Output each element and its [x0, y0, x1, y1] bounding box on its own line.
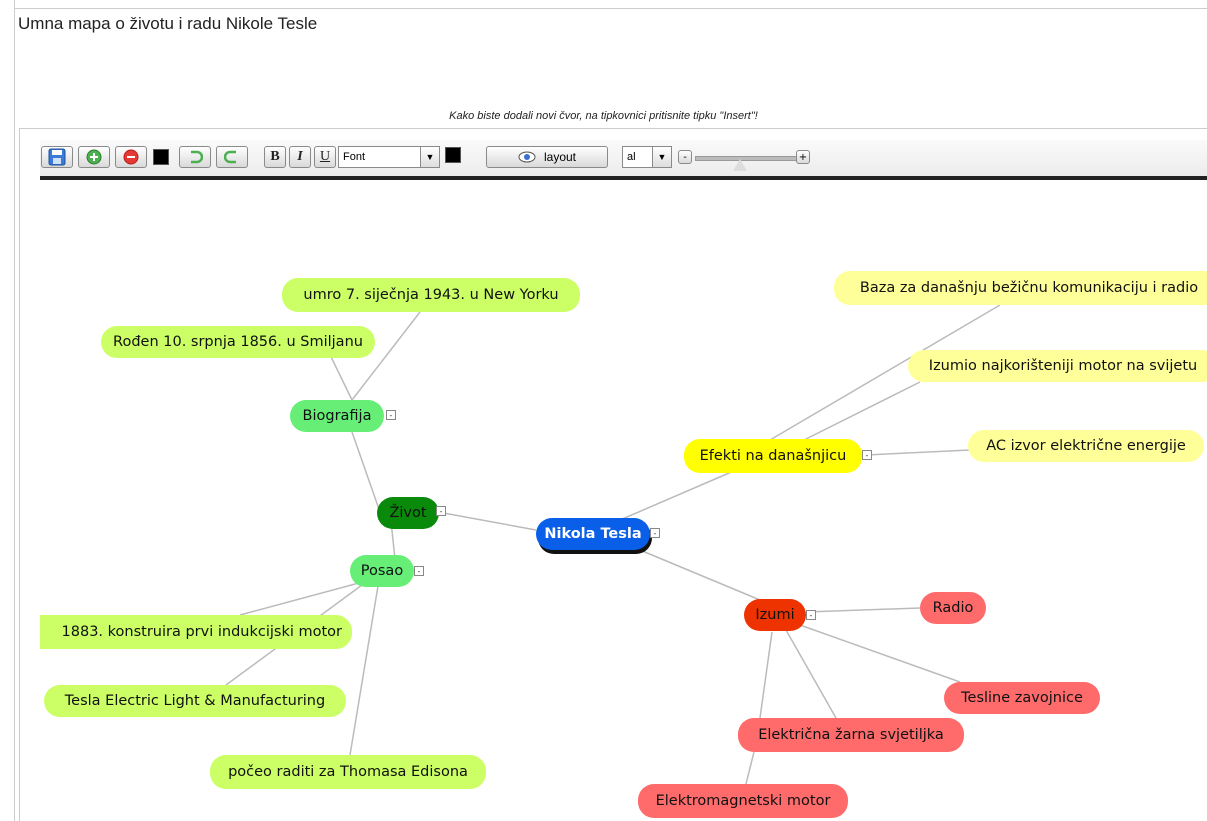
remove-node-button[interactable]: [115, 146, 147, 168]
plus-circle-icon: [86, 149, 102, 165]
connector-line: [805, 607, 921, 613]
node-motor1883[interactable]: 1883. konstruira prvi indukcijski motor: [40, 615, 352, 649]
zoom-out-button[interactable]: -: [678, 150, 692, 164]
undo-button[interactable]: [179, 146, 211, 168]
node-zavojnice[interactable]: Tesline zavojnice: [944, 682, 1100, 714]
node-color-picker[interactable]: [153, 149, 169, 165]
node-posao[interactable]: Posao: [350, 555, 414, 587]
connector-line: [437, 511, 537, 531]
add-node-button[interactable]: [78, 146, 110, 168]
node-edison[interactable]: počeo raditi za Thomasa Edisona: [210, 755, 486, 789]
layout-button[interactable]: layout: [486, 146, 608, 168]
node-efekti[interactable]: Efekti na današnjicu: [684, 439, 862, 473]
node-tesla-electric[interactable]: Tesla Electric Light & Manufacturing: [44, 685, 346, 717]
layout-label: layout: [543, 150, 577, 164]
minus-circle-icon: [123, 149, 139, 165]
italic-button[interactable]: I: [289, 146, 311, 168]
connector-line: [769, 304, 1001, 441]
node-zarulja[interactable]: Električna žarna svjetiljka: [738, 718, 964, 752]
node-zivot[interactable]: Život: [377, 497, 439, 529]
bold-label: B: [270, 149, 280, 164]
connector-line: [351, 311, 421, 401]
font-select-value: Font: [343, 151, 366, 163]
collapse-toggle-efekti[interactable]: -: [862, 450, 872, 460]
italic-label: I: [297, 149, 303, 164]
zoom-out-label: -: [683, 151, 687, 163]
zoom-in-label: +: [798, 151, 808, 163]
align-select[interactable]: al ▼: [622, 146, 672, 168]
node-baza[interactable]: Baza za današnju bežičnu komunikaciju i …: [834, 271, 1207, 305]
redo-icon: [224, 150, 236, 164]
redo-button[interactable]: [216, 146, 248, 168]
frame-top-border: [14, 8, 1207, 9]
chevron-down-icon: ▼: [652, 147, 671, 167]
save-icon: [48, 148, 66, 166]
node-umro[interactable]: umro 7. siječnja 1943. u New Yorku: [282, 278, 580, 312]
insert-hint: Kako biste dodali novi čvor, na tipkovni…: [449, 110, 758, 122]
zoom-slider-handle[interactable]: [733, 159, 747, 171]
node-biografija[interactable]: Biografija: [290, 400, 384, 432]
node-root[interactable]: Nikola Tesla: [536, 518, 650, 550]
underline-label: U: [319, 149, 331, 164]
node-ac[interactable]: AC izvor električne energije: [968, 430, 1204, 462]
connector-line: [865, 449, 971, 456]
canvas-top-border: [19, 128, 1207, 129]
connector-line: [785, 629, 837, 719]
node-izumio[interactable]: Izumio najkorišteniji motor na svijetu: [908, 350, 1207, 382]
connector-line: [745, 751, 755, 785]
canvas-left-border: [19, 128, 20, 821]
align-select-value: al: [627, 151, 636, 163]
chevron-down-icon: ▼: [420, 147, 439, 167]
node-radio[interactable]: Radio: [920, 592, 986, 624]
frame-left-border: [14, 0, 15, 821]
underline-button[interactable]: U: [314, 146, 336, 168]
node-elektromagnetski[interactable]: Elektromagnetski motor: [638, 784, 848, 818]
connector-line: [349, 585, 379, 756]
page-title: Umna mapa o životu i radu Nikole Tesle: [18, 14, 318, 33]
collapse-toggle-zivot[interactable]: -: [436, 506, 446, 516]
collapse-toggle-biografija[interactable]: -: [386, 410, 396, 420]
connector-line: [639, 549, 761, 601]
node-roden[interactable]: Rođen 10. srpnja 1856. u Smiljanu: [101, 326, 375, 358]
connector-line: [619, 469, 737, 521]
connector-line: [799, 624, 961, 683]
connector-line: [351, 431, 381, 513]
connector-line: [799, 381, 921, 443]
zoom-in-button[interactable]: +: [796, 150, 810, 164]
bold-button[interactable]: B: [264, 146, 286, 168]
node-izumi[interactable]: Izumi: [744, 599, 806, 631]
undo-icon: [191, 150, 203, 164]
font-select[interactable]: Font ▼: [338, 146, 440, 168]
collapse-toggle-root[interactable]: -: [650, 528, 660, 538]
text-color-picker[interactable]: [445, 147, 461, 163]
connector-line: [759, 631, 773, 719]
save-button[interactable]: [41, 146, 73, 168]
collapse-toggle-posao[interactable]: -: [414, 566, 424, 576]
connector-line: [239, 579, 371, 616]
editor-toolbar: B I U Font ▼ layout al ▼ - +: [40, 140, 1207, 180]
mindmap-canvas: Nikola Tesla-Život-Biografija-umro 7. si…: [40, 180, 1207, 821]
collapse-toggle-izumi[interactable]: -: [806, 610, 816, 620]
eye-icon: [518, 151, 536, 163]
